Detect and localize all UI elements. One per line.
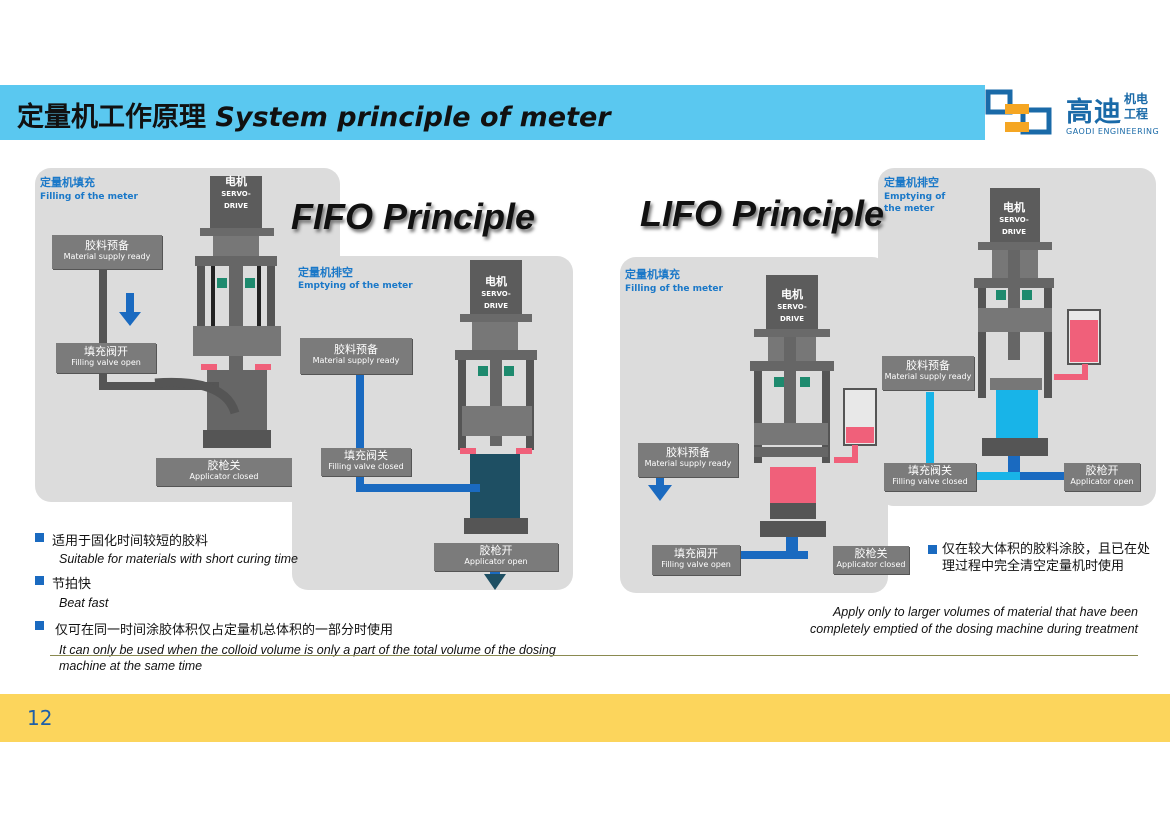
fifo-fill-valve-box: 填充阀开 Filling valve open: [56, 343, 156, 373]
logo-name-en: GAODI ENGINEERING: [1066, 127, 1160, 136]
fifo-fill-panel: [35, 168, 340, 502]
fifo-fill-applicator-box: 胶枪关 Applicator closed: [156, 458, 292, 486]
fifo-empty-applicator-box: 胶枪开 Applicator open: [434, 543, 558, 571]
company-logo: [985, 84, 1170, 140]
fifo-empty-label-en: Emptying of the meter: [298, 281, 413, 291]
lifo-fill-material-box: 胶料预备 Material supply ready: [638, 443, 738, 477]
header-band: [0, 85, 985, 140]
lifo-fill-label-en: Filling of the meter: [625, 284, 723, 294]
bullet-square-icon: [928, 545, 937, 554]
fifo-bullet-3-en: It can only be used when the colloid vol…: [59, 643, 556, 673]
lifo-empty-applicator-box: 胶枪开 Applicator open: [1064, 463, 1140, 491]
lifo-empty-valve-box: 填充阀关 Filling valve closed: [884, 463, 976, 491]
fifo-empty-material-box: 胶料预备 Material supply ready: [300, 338, 412, 374]
lifo-bullet-cn: 仅在较大体积的胶料涂胶，且已在处理过程中完全清空定量机时使用: [942, 542, 1151, 574]
bullet-square-icon: [35, 533, 44, 542]
fifo-bullet-1-cn: 适用于固化时间较短的胶料: [52, 534, 209, 549]
fifo-fill-machine-diagram: [99, 176, 281, 448]
fifo-fill-motor-label: 电机 SERVO- DRIVE: [221, 175, 251, 211]
lifo-fill-motor-label: 电机 SERVO- DRIVE: [777, 288, 807, 324]
lifo-empty-motor-label: 电机 SERVO- DRIVE: [999, 201, 1029, 237]
lifo-fill-valve-box: 填充阀开 Filling valve open: [652, 545, 740, 575]
lifo-bullet-en: Apply only to larger volumes of material…: [810, 605, 1138, 636]
fifo-empty-label-cn: 定量机排空: [298, 266, 353, 279]
fifo-fill-label-en: Filling of the meter: [40, 192, 138, 202]
bullet-square-icon: [35, 621, 44, 630]
fifo-fill-label-cn: 定量机填充: [40, 176, 95, 189]
fifo-bullet-1-en: Suitable for materials with short curing…: [59, 552, 298, 566]
gaodi-logo-icon: [985, 89, 1052, 135]
lifo-empty-material-box: 胶料预备 Material supply ready: [882, 356, 974, 390]
fifo-empty-machine-diagram: [356, 260, 537, 590]
lifo-principle-title: LIFO Principle: [640, 193, 885, 234]
page-number: 12: [27, 706, 53, 730]
fifo-principle-title: FIFO Principle: [291, 196, 536, 237]
page-title: 定量机工作原理 System principle of meter: [17, 102, 611, 133]
content-divider: [50, 655, 1138, 656]
logo-name-cn-small: 机电工程: [1124, 92, 1149, 121]
lifo-empty-label-cn: 定量机排空: [884, 176, 939, 189]
lifo-fill-label-cn: 定量机填充: [625, 268, 680, 281]
lifo-empty-label-en: Emptying of the meter: [884, 192, 946, 214]
fifo-empty-valve-box: 填充阀关 Filling valve closed: [321, 448, 411, 476]
fifo-fill-material-box: 胶料预备 Material supply ready: [52, 235, 162, 269]
lifo-fill-machine-diagram: [648, 275, 877, 559]
logo-name-cn: 高迪: [1066, 97, 1122, 128]
fifo-empty-motor-label: 电机 SERVO- DRIVE: [481, 275, 511, 311]
lifo-empty-machine-diagram: [926, 188, 1101, 480]
lifo-fill-applicator-box: 胶枪关 Applicator closed: [833, 546, 909, 574]
bullet-square-icon: [35, 576, 44, 585]
footer-band: [0, 694, 1170, 742]
fifo-bullet-3-cn: 仅可在同一时间涂胶体积仅占定量机总体积的一部分时使用: [55, 623, 394, 638]
fifo-bullet-2-en: Beat fast: [59, 596, 109, 610]
fifo-bullet-2-cn: 节拍快: [52, 577, 92, 592]
